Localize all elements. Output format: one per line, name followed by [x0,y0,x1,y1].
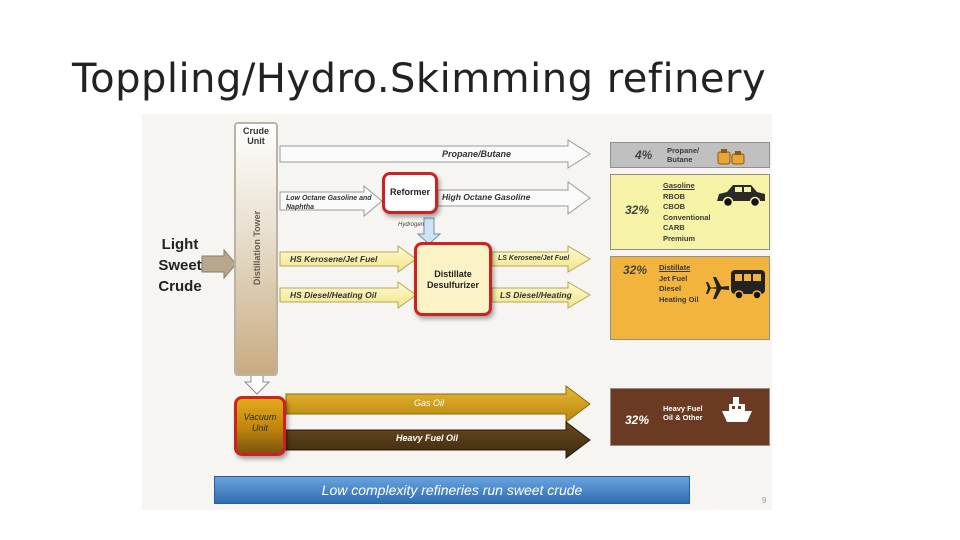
distillation-tower [234,122,278,376]
heavy-product-panel: 32% Heavy Fuel Oil & Other [610,388,770,446]
distillate-product-panel: 32% Distillate Jet Fuel Diesel Heating O… [610,256,770,340]
gasoline-item: Premium [663,233,696,243]
reformer-unit: Reformer [382,172,438,214]
ls-kerosene-arrow [491,245,591,273]
distillate-item: Distillate [659,263,691,272]
gasoline-item: Conventional [663,212,711,222]
low-octane-stream-label: Low Octane Gasoline and Naphtha [286,195,372,211]
distillate-product-list: Distillate Jet Fuel Diesel Heating Oil [659,263,699,305]
propane-stream-label: Propane/Butane [442,149,512,159]
heavy-percent: 32% [625,413,650,427]
propane-percent: 4% [635,148,653,162]
hydrogen-stream-label: Hydrogen [398,222,425,228]
crude-unit-label: Crude Unit [242,126,269,146]
airplane-icon [706,277,729,299]
gasoline-item: CBOB [663,202,686,211]
hs-kerosene-arrow [279,245,417,273]
propane-product-panel: 4% Propane/ Butane [610,142,770,168]
gas-oil-stream-label: Gas Oil [414,398,445,408]
heavy-fuel-arrow [285,421,591,459]
propane-arrow [279,139,591,169]
distillate-item: Heating Oil [659,294,699,304]
hs-diesel-stream-label: HS Diesel/Heating Oil [290,290,377,300]
ls-diesel-arrow [491,281,591,309]
heavy-product-label: Heavy Fuel Oil & Other [663,404,703,422]
gasoline-item: CARB [663,223,685,232]
high-octane-arrow [437,181,591,215]
heavy-fuel-stream-label: Heavy Fuel Oil [396,433,459,443]
vacuum-unit-label: Vacuum Unit [243,412,277,433]
desulfurizer-unit: Distillate Desulfurizer [414,242,492,316]
gasoline-item: RBOB [663,191,686,201]
ls-diesel-stream-label: LS Diesel/Heating [500,290,572,300]
slide-title: Toppling/Hydro.Skimming refinery [72,56,767,102]
gasoline-item: Gasoline [663,181,695,190]
flow-arrows [201,139,591,459]
gas-oil-arrow [285,385,591,423]
gasoline-product-list: Gasoline RBOB CBOB Conventional CARB Pre… [663,181,711,244]
reformer-label: Reformer [389,187,430,197]
distillate-item: Jet Fuel [659,273,688,283]
feed-arrow [201,248,237,280]
vacuum-unit: Vacuum Unit [234,396,286,456]
gasoline-product-panel: 32% Gasoline RBOB CBOB Conventional CARB… [610,174,770,250]
distillate-percent: 32% [623,263,648,277]
propane-product-label: Propane/ Butane [667,146,700,164]
distillation-tower-label: Distillation Tower [252,210,262,286]
low-octane-arrow [279,184,383,218]
car-icon [717,185,765,208]
distillate-item: Diesel [659,284,682,293]
hydrogen-arrow [416,217,442,245]
refinery-diagram: Light Sweet Crude Crude Unit Distillatio… [142,114,772,510]
propane-tanks-icon [717,149,745,165]
summary-banner: Low complexity refineries run sweet crud… [214,476,690,504]
desulfurizer-label: Distillate Desulfurizer [426,269,479,290]
page-number: 9 [762,496,767,505]
bus-icon [731,270,765,300]
high-octane-stream-label: High Octane Gasoline [442,192,531,202]
feed-label: Light Sweet Crude [158,236,202,295]
gasoline-percent: 32% [625,203,650,217]
hs-kerosene-stream-label: HS Kerosene/Jet Fuel [290,254,378,264]
ship-icon [722,397,752,422]
hs-diesel-arrow [279,281,417,309]
ls-kerosene-stream-label: LS Kerosene/Jet Fuel [498,255,570,262]
